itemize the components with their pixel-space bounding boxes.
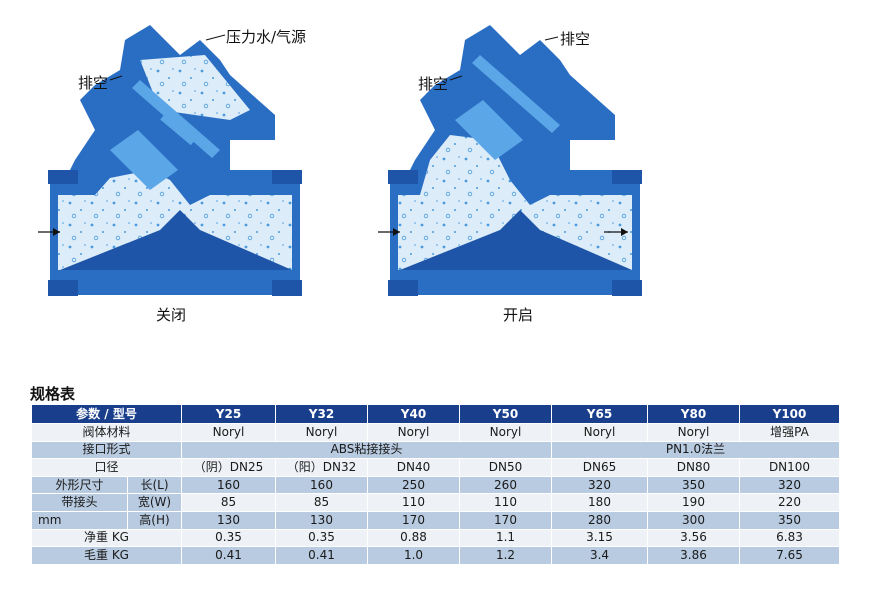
cell: DN100	[739, 458, 840, 477]
cell: 300	[647, 510, 740, 530]
row-label: 毛重 KG	[31, 546, 182, 565]
label-vent-left: 排空	[78, 74, 109, 92]
cell: 增强PA	[739, 423, 840, 442]
cell: 180	[551, 493, 648, 512]
cell: DN65	[551, 458, 648, 477]
valve-seat	[60, 210, 292, 270]
flow-arrow-out	[604, 228, 628, 236]
header-param: 参数 / 型号	[31, 404, 182, 424]
cell: 350	[739, 510, 840, 530]
label-vent-right: 排空	[418, 75, 449, 93]
cell: DN40	[367, 458, 460, 477]
cell: 130	[275, 510, 368, 530]
cell: 1.1	[459, 528, 552, 548]
row-label: 带接头	[31, 493, 128, 512]
cell: 250	[367, 475, 460, 495]
cell: 3.4	[551, 546, 648, 565]
spec-table-title: 规格表	[30, 385, 76, 403]
cell: Noryl	[551, 423, 648, 442]
caption-open: 开启	[503, 306, 534, 324]
cell: 6.83	[739, 528, 840, 548]
cell: Noryl	[367, 423, 460, 442]
caption-closed: 关闭	[156, 306, 187, 324]
cell: 3.56	[647, 528, 740, 548]
header-model: Y40	[367, 404, 460, 424]
valve-open-diagram	[378, 25, 642, 296]
cell: 0.35	[181, 528, 276, 548]
cell: 85	[181, 493, 276, 512]
cell: 260	[459, 475, 552, 495]
valve-disc	[455, 100, 523, 160]
cell: 160	[181, 475, 276, 495]
valve-disc	[110, 130, 178, 190]
cell: 160	[275, 475, 368, 495]
label-vent-top-right: 排空	[560, 30, 591, 48]
cell: ABS粘接接头	[181, 440, 552, 460]
cell: 3.86	[647, 546, 740, 565]
table-row: 接口形式 ABS粘接接头 PN1.0法兰	[31, 440, 840, 460]
table-row: 口径 （阴）DN25 （阳）DN32 DN40 DN50 DN65 DN80 D…	[31, 458, 840, 477]
cell: （阳）DN32	[275, 458, 368, 477]
cell: Noryl	[275, 423, 368, 442]
row-sublabel: 宽(W)	[127, 493, 182, 512]
table-row: mm 高(H) 130 130 170 170 280 300 350	[31, 510, 840, 530]
valve-stem	[472, 55, 560, 133]
cell: 0.41	[181, 546, 276, 565]
cell: 320	[739, 475, 840, 495]
cell: 1.2	[459, 546, 552, 565]
row-label: mm	[31, 510, 128, 530]
row-sublabel: 长(L)	[127, 475, 182, 495]
label-pressure-source: 压力水/气源	[226, 28, 307, 46]
row-label: 阀体材料	[31, 423, 182, 442]
row-label: 净重 KG	[31, 528, 182, 548]
header-model: Y65	[551, 404, 648, 424]
cell: 130	[181, 510, 276, 530]
cell: PN1.0法兰	[551, 440, 840, 460]
valve-closed-diagram	[38, 25, 302, 296]
cell: 0.88	[367, 528, 460, 548]
cell: 3.15	[551, 528, 648, 548]
header-model: Y80	[647, 404, 740, 424]
cell: 85	[275, 493, 368, 512]
table-row: 净重 KG 0.35 0.35 0.88 1.1 3.15 3.56 6.83	[31, 528, 840, 548]
cell: 110	[459, 493, 552, 512]
cell: 1.0	[367, 546, 460, 565]
flow-arrow-in	[378, 228, 400, 236]
cell: 190	[647, 493, 740, 512]
cell: 220	[739, 493, 840, 512]
cell: 110	[367, 493, 460, 512]
row-sublabel: 高(H)	[127, 510, 182, 530]
cell: Noryl	[181, 423, 276, 442]
header-model: Y25	[181, 404, 276, 424]
cell: 350	[647, 475, 740, 495]
cell: （阴）DN25	[181, 458, 276, 477]
table-row: 外形尺寸 长(L) 160 160 250 260 320 350 320	[31, 475, 840, 495]
row-label: 口径	[31, 458, 182, 477]
cell: 320	[551, 475, 648, 495]
header-model: Y32	[275, 404, 368, 424]
table-row: 毛重 KG 0.41 0.41 1.0 1.2 3.4 3.86 7.65	[31, 546, 840, 565]
cell: DN50	[459, 458, 552, 477]
flow-arrow-in	[38, 228, 60, 236]
spec-table: 参数 / 型号 Y25 Y32 Y40 Y50 Y65 Y80 Y100 阀体材…	[31, 404, 840, 565]
cell: DN80	[647, 458, 740, 477]
valve-seat	[400, 210, 632, 270]
cell: 0.41	[275, 546, 368, 565]
table-row: 带接头 宽(W) 85 85 110 110 180 190 220	[31, 493, 840, 512]
cell: 280	[551, 510, 648, 530]
cell: 7.65	[739, 546, 840, 565]
header-model: Y50	[459, 404, 552, 424]
cell: Noryl	[459, 423, 552, 442]
cell: Noryl	[647, 423, 740, 442]
cell: 170	[459, 510, 552, 530]
header-model: Y100	[739, 404, 840, 424]
table-header-row: 参数 / 型号 Y25 Y32 Y40 Y50 Y65 Y80 Y100	[31, 404, 840, 424]
row-label: 接口形式	[31, 440, 182, 460]
table-row: 阀体材料 Noryl Noryl Noryl Noryl Noryl Noryl…	[31, 423, 840, 442]
cell: 0.35	[275, 528, 368, 548]
cell: 170	[367, 510, 460, 530]
valve-diagrams	[38, 25, 642, 296]
row-label: 外形尺寸	[31, 475, 128, 495]
